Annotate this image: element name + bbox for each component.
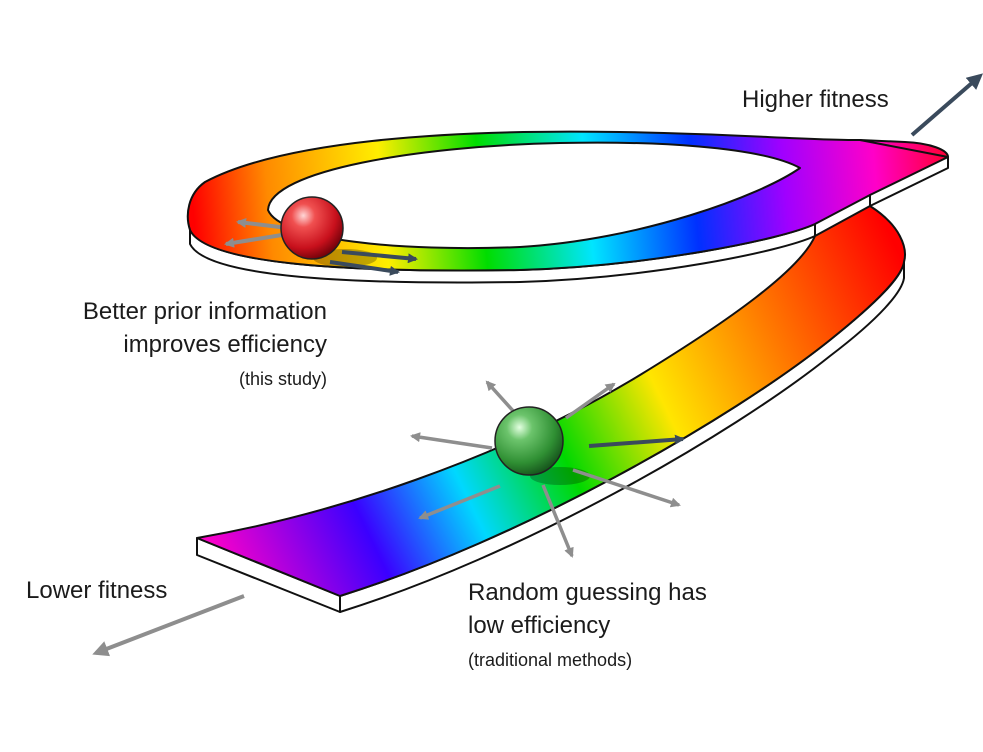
random-guess-line1: Random guessing has (468, 579, 707, 606)
green-ball (494, 406, 564, 476)
green-arrow-right (588, 434, 685, 448)
red-arrow-right-1 (341, 250, 418, 264)
random-guess-note: (traditional methods) (468, 650, 633, 670)
lower-fitness-arrow (92, 594, 245, 657)
green-arrow-left (410, 432, 493, 450)
prior-info-line1: Better prior information (82, 298, 327, 325)
random-guess-line2: low efficiency (468, 612, 611, 639)
green-ball-group (410, 380, 685, 558)
green-arrow-up-left (485, 380, 517, 415)
red-ball (280, 196, 344, 260)
upper-ribbon-end (859, 139, 949, 207)
red-arrow-right-2 (329, 260, 400, 276)
lower-fitness-label: Lower fitness (26, 577, 168, 604)
prior-info-note: (this study) (238, 369, 327, 389)
lower-ribbon (196, 205, 906, 613)
lower-ribbon-surface (196, 205, 906, 597)
higher-fitness-arrow (910, 73, 983, 137)
red-arrow-left-1 (236, 217, 289, 230)
green-arrow-up-right (564, 382, 616, 420)
green-arrow-down (541, 484, 574, 558)
higher-fitness-label: Higher fitness (742, 86, 889, 113)
green-arrow-down-left (418, 484, 501, 520)
upper-ribbon-surface (186, 130, 949, 272)
green-arrow-down-right (572, 468, 681, 508)
prior-info-line2: improves efficiency (123, 331, 327, 358)
red-ball-group (224, 196, 418, 276)
red-arrow-left-2 (224, 232, 289, 248)
